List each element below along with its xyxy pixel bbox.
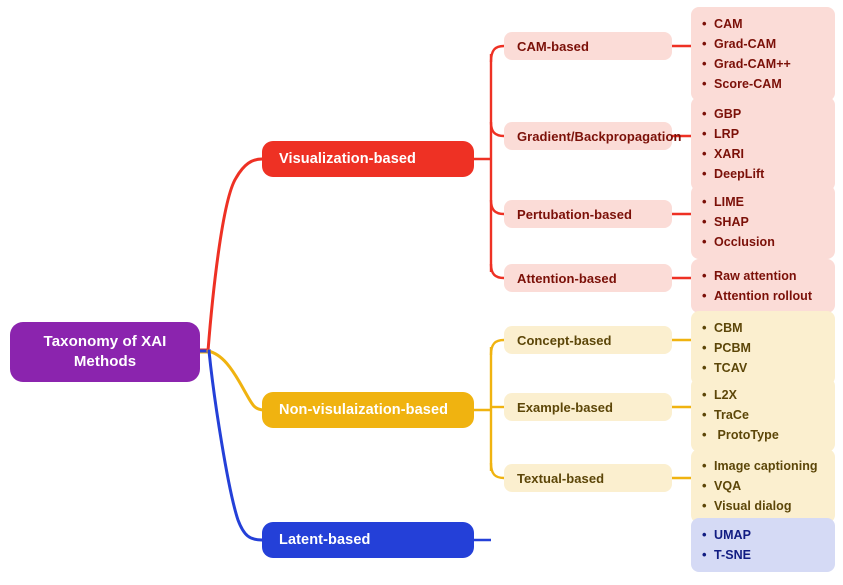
method-item: CBM [702, 318, 825, 338]
category-label-cam-based: CAM-based [517, 38, 589, 54]
category-label-example-based: Example-based [517, 399, 614, 415]
methods-list-cam-based: CAMGrad-CAMGrad-CAM++Score-CAM [702, 14, 825, 94]
category-node-example-based[interactable]: Example-based [504, 393, 672, 421]
method-item: Score-CAM [702, 74, 825, 94]
method-item: TCAV [702, 358, 825, 378]
branch-label-visualization-based: Visualization-based [279, 151, 417, 167]
methods-list-latent-based: UMAPT-SNE [702, 525, 825, 565]
method-item: ProtoType [702, 425, 825, 445]
methods-box-textual-based[interactable]: Image captioningVQAVisual dialog [691, 449, 835, 523]
edge-visualization-to-cam [489, 44, 505, 63]
method-item: Visual dialog [702, 496, 825, 516]
methods-box-attention-based[interactable]: Raw attentionAttention rollout [691, 259, 835, 313]
methods-box-gradient-backpropagation[interactable]: GBPLRPXARIDeepLift [691, 97, 835, 191]
edge-root-to-visualization [206, 157, 264, 353]
category-node-pertubation-based[interactable]: Pertubation-based [504, 200, 672, 228]
category-label-pertubation-based: Pertubation-based [517, 206, 632, 222]
methods-list-concept-based: CBMPCBMTCAV [702, 318, 825, 378]
category-node-textual-based[interactable]: Textual-based [504, 464, 672, 492]
methods-box-cam-based[interactable]: CAMGrad-CAMGrad-CAM++Score-CAM [691, 7, 835, 101]
method-item: SHAP [702, 212, 825, 232]
category-label-textual-based: Textual-based [517, 470, 605, 486]
method-item: UMAP [702, 525, 825, 545]
category-node-cam-based[interactable]: CAM-based [504, 32, 672, 60]
methods-box-example-based[interactable]: L2XTraCe ProtoType [691, 378, 835, 452]
category-node-attention-based[interactable]: Attention-based [504, 264, 672, 292]
edge-visualization-to-attention [489, 263, 505, 280]
edge-visualization-to-gradient [489, 121, 505, 138]
methods-list-gradient-backpropagation: GBPLRPXARIDeepLift [702, 104, 825, 184]
category-label-attention-based: Attention-based [517, 270, 617, 286]
methods-box-latent-based[interactable]: UMAPT-SNE [691, 518, 835, 572]
method-item: CAM [702, 14, 825, 34]
method-item: Occlusion [702, 232, 825, 252]
methods-list-pertubation-based: LIMESHAPOcclusion [702, 192, 825, 252]
method-item: PCBM [702, 338, 825, 358]
branch-node-non-visulaization-based[interactable]: Non-visulaization-based [262, 392, 474, 428]
method-item: Grad-CAM++ [702, 54, 825, 74]
method-item: DeepLift [702, 164, 825, 184]
method-item: Grad-CAM [702, 34, 825, 54]
branch-node-latent-based[interactable]: Latent-based [262, 522, 474, 558]
methods-box-pertubation-based[interactable]: LIMESHAPOcclusion [691, 185, 835, 259]
branch-node-visualization-based[interactable]: Visualization-based [262, 141, 474, 177]
method-item: T-SNE [702, 545, 825, 565]
method-item: Raw attention [702, 266, 825, 286]
edge-root-to-nonvisualization [206, 349, 266, 412]
methods-box-concept-based[interactable]: CBMPCBMTCAV [691, 311, 835, 385]
category-node-concept-based[interactable]: Concept-based [504, 326, 672, 354]
edge-nonvisualization-to-textual [489, 462, 505, 480]
method-item: Attention rollout [702, 286, 825, 306]
method-item: LIME [702, 192, 825, 212]
method-item: L2X [702, 385, 825, 405]
category-label-gradient-backpropagation: Gradient/Backpropagation [517, 128, 682, 144]
category-label-concept-based: Concept-based [517, 332, 612, 348]
method-item: XARI [702, 144, 825, 164]
edge-nonvisualization-to-concept [489, 338, 505, 356]
methods-list-example-based: L2XTraCe ProtoType [702, 385, 825, 445]
edge-root-to-latent [207, 349, 264, 542]
edge-visualization-to-pertubation [489, 199, 505, 216]
branch-label-latent-based: Latent-based [279, 532, 371, 548]
methods-list-textual-based: Image captioningVQAVisual dialog [702, 456, 825, 516]
branch-label-non-visulaization-based: Non-visulaization-based [279, 402, 449, 418]
methods-list-attention-based: Raw attentionAttention rollout [702, 266, 825, 306]
category-node-gradient-backpropagation[interactable]: Gradient/Backpropagation [504, 122, 681, 150]
method-item: Image captioning [702, 456, 825, 476]
method-item: VQA [702, 476, 825, 496]
method-item: GBP [702, 104, 825, 124]
method-item: TraCe [702, 405, 825, 425]
method-item: LRP [702, 124, 825, 144]
